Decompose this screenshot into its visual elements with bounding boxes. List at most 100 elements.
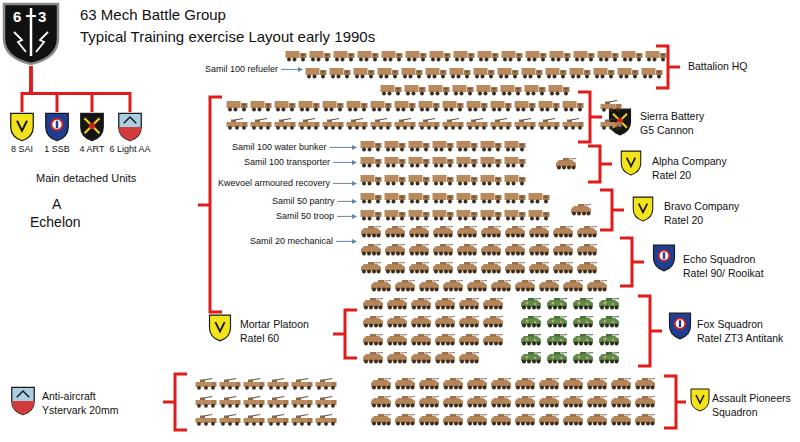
vehicle-icon: [611, 414, 631, 426]
vehicle-icon: [525, 85, 546, 96]
diagram-caption: Typical Training exercise Layout early 1…: [80, 28, 375, 46]
vehicle-icon: [457, 175, 478, 186]
vehicle-icon: [435, 352, 455, 364]
vehicle-icon: [570, 68, 591, 79]
vehicle-icon: [594, 68, 615, 79]
vehicle-icon: [505, 262, 525, 274]
vehicle-icon: [481, 210, 502, 221]
unit-bracket: [333, 310, 357, 358]
vehicle-icon: [515, 280, 535, 292]
vehicle-icon: [491, 414, 511, 426]
vehicle-icon: [539, 280, 559, 292]
unit-shield: [12, 387, 35, 415]
vehicle-icon: [539, 378, 559, 390]
vehicle-icon: [563, 414, 583, 426]
vehicle-icon: [385, 262, 405, 274]
vehicle-icon: [419, 414, 439, 426]
unit-bracket: [588, 146, 612, 182]
vehicle-icon: [599, 352, 619, 364]
vehicle-icon: [433, 157, 454, 168]
unit-shield: [11, 113, 34, 141]
vehicle-icon: [459, 352, 479, 364]
vehicle-icon: [587, 396, 607, 408]
vehicle-icon: [323, 119, 344, 130]
vehicle-icon: [457, 210, 478, 221]
vehicle-icon: [275, 101, 296, 112]
vehicle-icon: [443, 414, 463, 426]
vehicle-icon: [385, 175, 406, 186]
vehicle-icon: [395, 119, 416, 130]
unit-shield: [81, 113, 104, 141]
sword-guard: [26, 15, 36, 17]
vehicle-icon: [361, 262, 381, 274]
vehicle-icon: [409, 141, 430, 152]
vehicle-icon: [550, 51, 571, 62]
vehicle-icon: [268, 415, 289, 426]
vehicle-icon: [457, 262, 477, 274]
vehicle-icon: [505, 157, 526, 168]
vehicle-icon: [563, 119, 584, 130]
leader-arrow: [352, 145, 357, 150]
unit-label: Echo Squadron: [683, 253, 755, 266]
vehicle-icon: [574, 51, 595, 62]
unit-label: Battalion HQ: [688, 60, 748, 73]
vehicle-icon: [481, 175, 502, 186]
vehicle-icon: [361, 157, 382, 168]
vehicle-icon: [292, 397, 313, 408]
vehicle-callout: Samil 50 troop: [276, 211, 334, 222]
vehicle-icon: [306, 68, 327, 79]
vehicle-icon: [467, 119, 488, 130]
vehicle-icon: [457, 157, 478, 168]
vehicle-icon: [430, 51, 451, 62]
vehicle-icon: [515, 378, 535, 390]
lightning: [14, 32, 26, 52]
vehicle-icon: [371, 396, 391, 408]
vehicle-icon: [443, 119, 464, 130]
vehicle-icon: [457, 226, 477, 238]
vehicle-icon: [268, 379, 289, 390]
vehicle-icon: [635, 414, 655, 426]
vehicle-icon: [481, 157, 502, 168]
unit-shield: [79, 112, 105, 142]
unit-label: Assault Pioneers: [712, 392, 791, 405]
vehicle-icon: [433, 262, 453, 274]
vehicle-icon: [347, 119, 368, 130]
vehicle-icon: [587, 414, 607, 426]
vehicle-icon: [635, 396, 655, 408]
shield-outline: [4, 4, 58, 64]
leader-arrow: [352, 214, 357, 219]
vehicle-icon: [459, 298, 479, 310]
vehicle-icon: [529, 210, 550, 221]
vehicle-callout: Samil 100 water bunker: [232, 142, 327, 153]
vehicle-icon: [411, 298, 431, 310]
vehicle-icon: [251, 101, 272, 112]
vehicle-icon: [539, 414, 559, 426]
vehicle-icon: [618, 68, 639, 79]
vehicle-icon: [587, 280, 607, 292]
unit-bracket: [656, 46, 680, 88]
vehicle-icon: [457, 244, 477, 256]
vehicle-icon: [571, 204, 591, 216]
vehicle-icon: [483, 316, 503, 328]
unit-shield: [210, 315, 231, 341]
vehicle-icon: [522, 68, 543, 79]
vehicle-icon: [491, 280, 511, 292]
vehicle-icon: [598, 51, 619, 62]
vehicle-icon: [498, 68, 519, 79]
vehicle-icon: [515, 101, 536, 112]
vehicle-callout: Samil 20 mechanical: [250, 236, 333, 247]
vehicle-icon: [443, 280, 463, 292]
vehicle-icon: [385, 141, 406, 152]
unit-shield-node: 1 SSB: [44, 112, 70, 155]
unit-bracket: [664, 376, 686, 428]
unit-vehicle: Ratel 20: [664, 214, 703, 227]
vehicle-icon: [546, 68, 567, 79]
vehicle-icon: [419, 119, 440, 130]
unit-label: Squadron: [712, 406, 758, 419]
vehicle-icon: [599, 298, 619, 310]
vehicle-icon: [316, 397, 337, 408]
vehicle-icon: [502, 51, 523, 62]
vehicle-icon: [316, 415, 337, 426]
vehicle-icon: [433, 193, 454, 204]
leader-arrow: [352, 239, 357, 244]
